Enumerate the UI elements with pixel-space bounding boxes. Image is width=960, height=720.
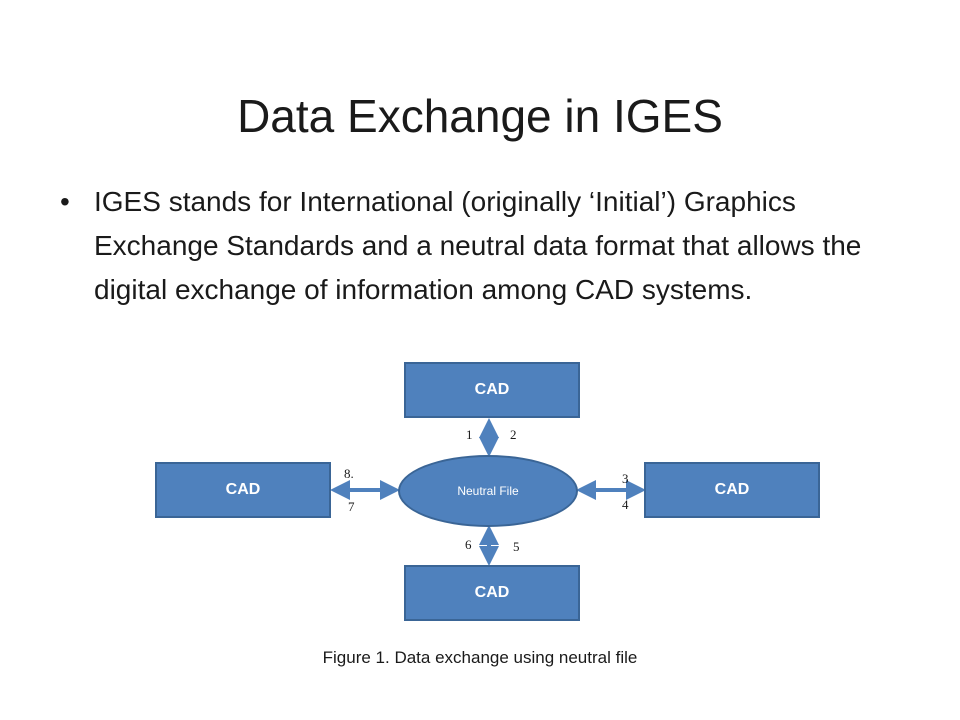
edge-label-8: 8.	[344, 466, 354, 481]
edge-label-6: 6	[465, 537, 472, 552]
edge-label-5: 5	[513, 539, 520, 554]
edge-label-3: 3	[622, 471, 629, 486]
slide-title: Data Exchange in IGES	[237, 90, 723, 142]
bullet-text: IGES stands for International (originall…	[94, 186, 862, 305]
edge-label-7: 7	[348, 499, 355, 514]
edge-label-2: 2	[510, 427, 517, 442]
cad-node-right: CAD	[644, 462, 820, 518]
neutral-file-node: Neutral File	[398, 455, 578, 527]
cad-node-bottom-label: CAD	[474, 584, 510, 601]
bullet-list: • IGES stands for International (origina…	[58, 180, 918, 312]
bullet-item: • IGES stands for International (origina…	[58, 180, 918, 312]
edge-label-1: 1	[466, 427, 473, 442]
cad-node-top-label: CAD	[474, 381, 510, 398]
cad-node-bottom: CAD	[404, 565, 580, 621]
bullet-dot: •	[60, 186, 70, 217]
cad-node-left-label: CAD	[225, 481, 261, 498]
edge-label-4: 4	[622, 497, 629, 512]
figure-caption: Figure 1. Data exchange using neutral fi…	[322, 648, 638, 667]
neutral-file-label: Neutral File	[457, 484, 519, 498]
cad-node-right-label: CAD	[714, 481, 750, 498]
cad-node-top: CAD	[404, 362, 580, 418]
cad-node-left: CAD	[155, 462, 331, 518]
